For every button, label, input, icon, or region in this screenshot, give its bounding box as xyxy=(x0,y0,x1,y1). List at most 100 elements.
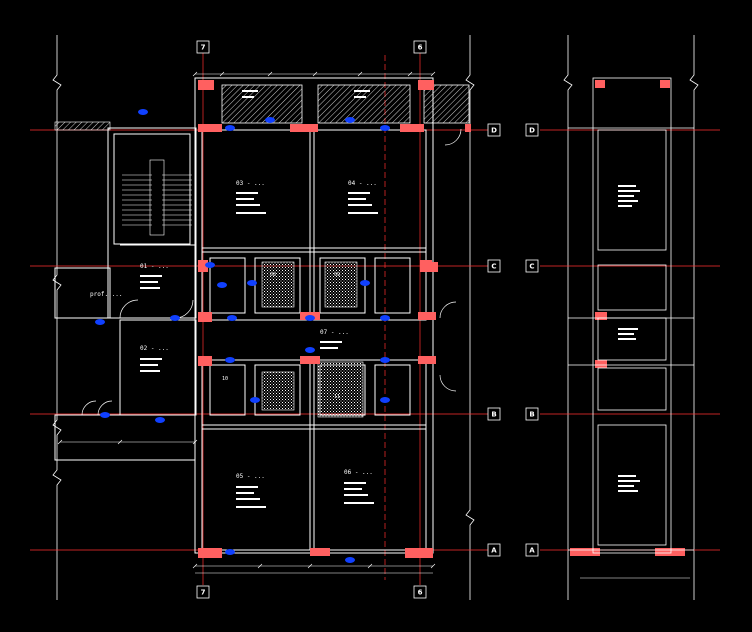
label-center-hall: 07 - ... xyxy=(320,329,349,336)
center-stair xyxy=(261,261,364,418)
dimension-tick xyxy=(117,439,123,445)
svg-text:A: A xyxy=(529,547,535,555)
dimension-tick xyxy=(219,71,225,77)
dimension-tick xyxy=(430,71,436,77)
svg-text:D: D xyxy=(491,127,497,135)
label-left-lobby: 02 - ... xyxy=(140,345,169,352)
column xyxy=(198,548,222,558)
dimension-tick xyxy=(357,71,363,77)
axis-bubble-bottom-7: 7 xyxy=(196,585,210,599)
dimension-tick xyxy=(312,71,318,77)
svg-text:C: C xyxy=(491,263,496,271)
column xyxy=(198,312,212,322)
break-lines xyxy=(52,35,699,600)
dimension-tick xyxy=(430,563,436,569)
column xyxy=(595,360,607,368)
column xyxy=(655,548,685,556)
column xyxy=(418,80,434,90)
label-bath-d: 11 xyxy=(334,394,340,400)
label-stair-hall: 01 - ... xyxy=(140,263,169,270)
door-marker xyxy=(380,357,390,363)
left-stair xyxy=(122,159,192,236)
column xyxy=(310,548,330,556)
label-bath-c: 10 xyxy=(222,376,228,382)
label-corridor: prof. ... xyxy=(90,291,123,298)
section-text-blocks xyxy=(618,185,640,492)
door-marker xyxy=(305,347,315,353)
dimension-tick xyxy=(57,439,63,445)
door-marker xyxy=(305,315,315,321)
door-marker xyxy=(95,319,105,325)
dimension-ticks xyxy=(57,71,436,569)
column xyxy=(198,356,212,366)
opening-markers xyxy=(95,109,390,563)
dimension-tick xyxy=(367,563,373,569)
label-bath-a: 08 xyxy=(270,272,276,278)
column xyxy=(570,548,600,556)
svg-text:6: 6 xyxy=(418,589,423,597)
column xyxy=(405,548,433,558)
door-marker xyxy=(217,282,227,288)
top-balcony-hatch xyxy=(54,84,470,131)
dimension-tick xyxy=(192,563,198,569)
door-marker xyxy=(155,417,165,423)
room-fine-print xyxy=(140,90,378,508)
door-marker xyxy=(360,280,370,286)
door-marker xyxy=(205,262,215,268)
door-marker xyxy=(227,315,237,321)
door-marker xyxy=(345,557,355,563)
structural-columns xyxy=(198,80,685,558)
axis-bubble-main-D: D xyxy=(487,123,501,137)
door-marker xyxy=(380,397,390,403)
dimension-tick xyxy=(307,563,313,569)
axis-bubble-bottom-6: 6 xyxy=(413,585,427,599)
column xyxy=(660,80,670,88)
svg-text:D: D xyxy=(529,127,535,135)
door-marker xyxy=(138,109,148,115)
axis-bubble-main-B: B xyxy=(487,407,501,421)
door-marker xyxy=(265,117,275,123)
door-marker xyxy=(225,357,235,363)
column xyxy=(595,312,607,320)
svg-text:B: B xyxy=(491,411,496,419)
svg-text:A: A xyxy=(491,547,497,555)
door-marker xyxy=(100,412,110,418)
column xyxy=(400,124,424,132)
column xyxy=(465,124,471,132)
left-wing-walls xyxy=(54,127,197,461)
dimension-tick xyxy=(257,563,263,569)
axis-bubble-section-D: D xyxy=(525,123,539,137)
axis-bubble-main-A: A xyxy=(487,543,501,557)
column xyxy=(198,260,208,272)
column xyxy=(300,356,320,364)
axis-bubble-section-A: A xyxy=(525,543,539,557)
column xyxy=(430,262,438,272)
column xyxy=(418,356,436,364)
label-apt-bottom-right: 06 - ... xyxy=(344,469,373,476)
svg-text:7: 7 xyxy=(201,589,206,597)
axis-bubble-top-6: 6 xyxy=(413,40,427,54)
axis-bubble-section-C: C xyxy=(525,259,539,273)
label-apt-top-left: 03 - ... xyxy=(236,180,265,187)
axis-bubble-top-7: 7 xyxy=(196,40,210,54)
column xyxy=(418,312,436,320)
column xyxy=(290,124,318,132)
section-view xyxy=(568,77,694,554)
svg-text:7: 7 xyxy=(201,44,206,52)
door-marker xyxy=(225,125,235,131)
label-apt-top-right: 04 - ... xyxy=(348,180,377,187)
column xyxy=(420,260,432,272)
dimension-tick xyxy=(192,439,198,445)
room-labels: prof. ... 01 - ... 02 - ... 03 - ... 04 … xyxy=(90,180,377,480)
column xyxy=(198,124,222,132)
door-marker xyxy=(170,315,180,321)
door-marker xyxy=(250,397,260,403)
label-apt-bottom-left: 05 - ... xyxy=(236,473,265,480)
dimension-lines xyxy=(60,73,690,579)
door-swings xyxy=(81,128,462,416)
dimension-tick xyxy=(267,71,273,77)
label-bath-b: 09 xyxy=(334,272,340,278)
door-marker xyxy=(247,280,257,286)
